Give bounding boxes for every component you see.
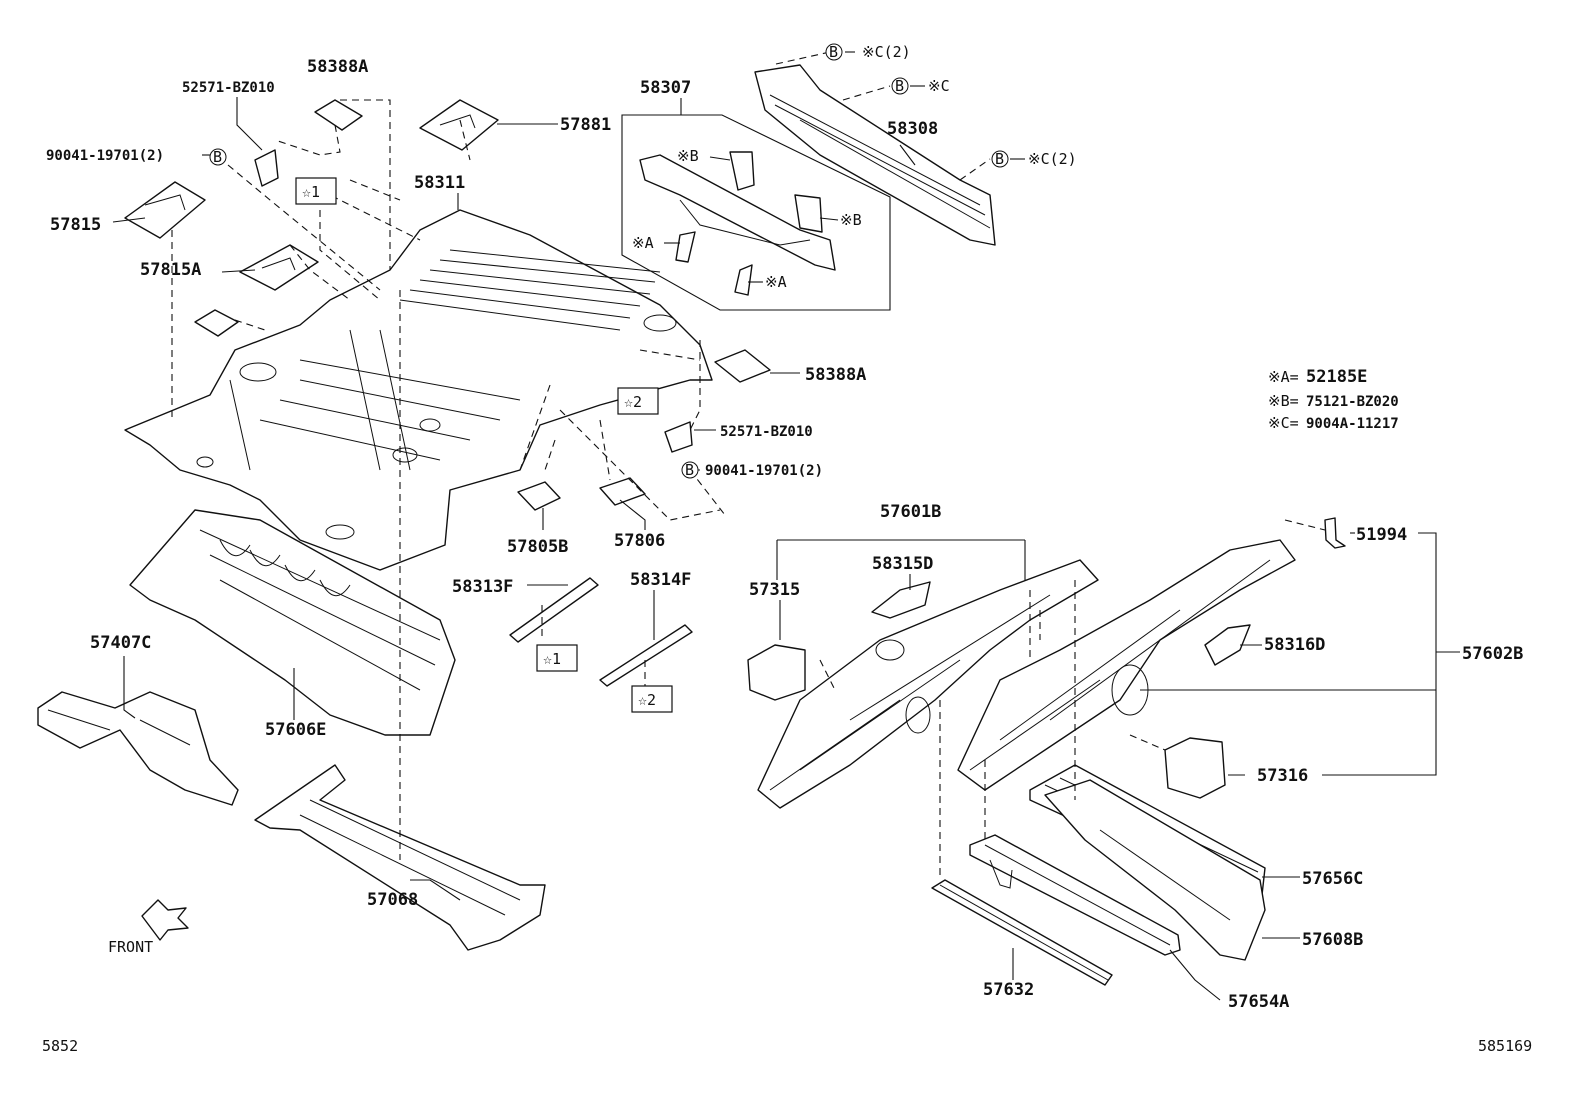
- diagram-code-right: 585169: [1478, 1037, 1532, 1055]
- label-57815: 57815: [50, 215, 101, 235]
- legend: ※A= 52185E ※B= 75121-BZ020 ※C= 9004A-112…: [1268, 367, 1399, 432]
- label-58307: 58307: [640, 78, 691, 98]
- side-member-57601B: [757, 559, 1099, 809]
- b-circle-icon: [991, 150, 1009, 168]
- b-circle-letter: B: [895, 77, 904, 95]
- cross-member-58307: [639, 151, 836, 296]
- bracket-57315: [747, 644, 806, 701]
- label-57654A: 57654A: [1228, 992, 1289, 1012]
- part-illustrations: [37, 64, 1346, 986]
- side-member-57602B: [957, 539, 1296, 791]
- callouts: B ※C(2) B ※C B ※C(2) B B ※B ※B ※A ※A ☆1 …: [209, 43, 1077, 713]
- callout-c2-right: ※C(2): [1028, 150, 1077, 168]
- legend-c-key: ※C=: [1268, 414, 1299, 432]
- label-52571-right: 52571-BZ010: [720, 424, 813, 440]
- callout-xa-2: ※A: [765, 273, 787, 291]
- b-circle-icon: [681, 461, 699, 479]
- callout-c2-top: ※C(2): [862, 43, 911, 61]
- front-label: FRONT: [108, 938, 153, 956]
- bracket-52571-right: [664, 421, 693, 453]
- plate-small-left: [194, 309, 239, 337]
- rail-57632: [931, 879, 1113, 986]
- legend-b-key: ※B=: [1268, 392, 1299, 410]
- floor-cross-member-57606E: [129, 509, 456, 736]
- label-57407C: 57407C: [90, 633, 151, 653]
- label-58311: 58311: [414, 173, 465, 193]
- callout-xb-2: ※B: [840, 211, 862, 229]
- callout-xb-1: ※B: [677, 147, 699, 165]
- label-57805B: 57805B: [507, 537, 568, 557]
- b-circle-letter: B: [213, 148, 222, 166]
- label-52571-top: 52571-BZ010: [182, 80, 275, 96]
- bracket-51994: [1324, 517, 1346, 549]
- leader-lines: [112, 51, 1460, 1001]
- star-box-1b: [536, 644, 578, 672]
- label-57602B: 57602B: [1462, 644, 1523, 664]
- label-58308: 58308: [887, 119, 938, 139]
- bracket-52571-top: [254, 149, 279, 187]
- label-90041-top: 90041-19701(2): [46, 148, 164, 164]
- star-2b: ☆2: [638, 691, 656, 709]
- label-58388A-right: 58388A: [805, 365, 866, 385]
- b-circle-letter: B: [685, 461, 694, 479]
- plate-57805B: [517, 481, 561, 511]
- label-57806: 57806: [614, 531, 665, 551]
- label-57881: 57881: [560, 115, 611, 135]
- label-51994: 51994: [1356, 525, 1407, 545]
- bracket-58316D: [1204, 624, 1251, 666]
- label-90041-right: 90041-19701(2): [705, 463, 823, 479]
- b-circle-letter: B: [995, 150, 1004, 168]
- label-57601B: 57601B: [880, 502, 941, 522]
- legend-a-key: ※A=: [1268, 368, 1299, 386]
- callout-c-mid: ※C: [928, 77, 950, 95]
- b-circle-letter: B: [829, 43, 838, 61]
- label-58316D: 58316D: [1264, 635, 1325, 655]
- star-1b: ☆1: [543, 650, 561, 668]
- plate-57881: [419, 99, 499, 151]
- rail-58313F: [509, 577, 599, 643]
- sill-57654A: [969, 834, 1181, 956]
- star-1a: ☆1: [302, 183, 320, 201]
- b-circle-icon: [891, 77, 909, 95]
- back-panel-58308: [754, 64, 996, 246]
- footer: FRONT 5852 585169: [42, 938, 1532, 1055]
- legend-b-value: 75121-BZ020: [1306, 394, 1399, 410]
- plate-57815A: [239, 244, 319, 291]
- label-57632: 57632: [983, 980, 1034, 1000]
- star-box-1a: [295, 177, 337, 205]
- star-box-2a: [617, 387, 659, 415]
- label-58388A-top: 58388A: [307, 57, 368, 77]
- label-57606E: 57606E: [265, 720, 326, 740]
- callout-xa-1: ※A: [632, 234, 654, 252]
- plate-57815: [124, 181, 206, 239]
- label-57316: 57316: [1257, 766, 1308, 786]
- plate-57806: [599, 477, 646, 506]
- label-58314F: 58314F: [630, 570, 691, 590]
- crossmember-57407C: [37, 691, 239, 806]
- legend-c-value: 9004A-11217: [1306, 416, 1399, 432]
- label-58313F: 58313F: [452, 577, 513, 597]
- b-circle-icon: [209, 148, 227, 166]
- rail-58314F: [599, 624, 693, 687]
- label-57068: 57068: [367, 890, 418, 910]
- plate-58388A-top: [314, 99, 363, 131]
- diagram-code-left: 5852: [42, 1037, 78, 1055]
- star-2a: ☆2: [624, 393, 642, 411]
- legend-a-value: 52185E: [1306, 367, 1367, 387]
- label-57315: 57315: [749, 580, 800, 600]
- plate-58388A-right: [714, 349, 771, 383]
- label-58315D: 58315D: [872, 554, 933, 574]
- bracket-57316: [1164, 737, 1226, 799]
- bracket-58315D: [871, 581, 931, 619]
- front-arrow-icon: [141, 899, 189, 941]
- extension-57608B: [1044, 779, 1266, 961]
- label-57656C: 57656C: [1302, 869, 1363, 889]
- part-labels: 58388A 52571-BZ010 57881 58307 58308 900…: [46, 57, 1523, 1012]
- label-57608B: 57608B: [1302, 930, 1363, 950]
- b-circle-icon: [825, 43, 843, 61]
- star-box-2b: [631, 685, 673, 713]
- label-57815A: 57815A: [140, 260, 201, 280]
